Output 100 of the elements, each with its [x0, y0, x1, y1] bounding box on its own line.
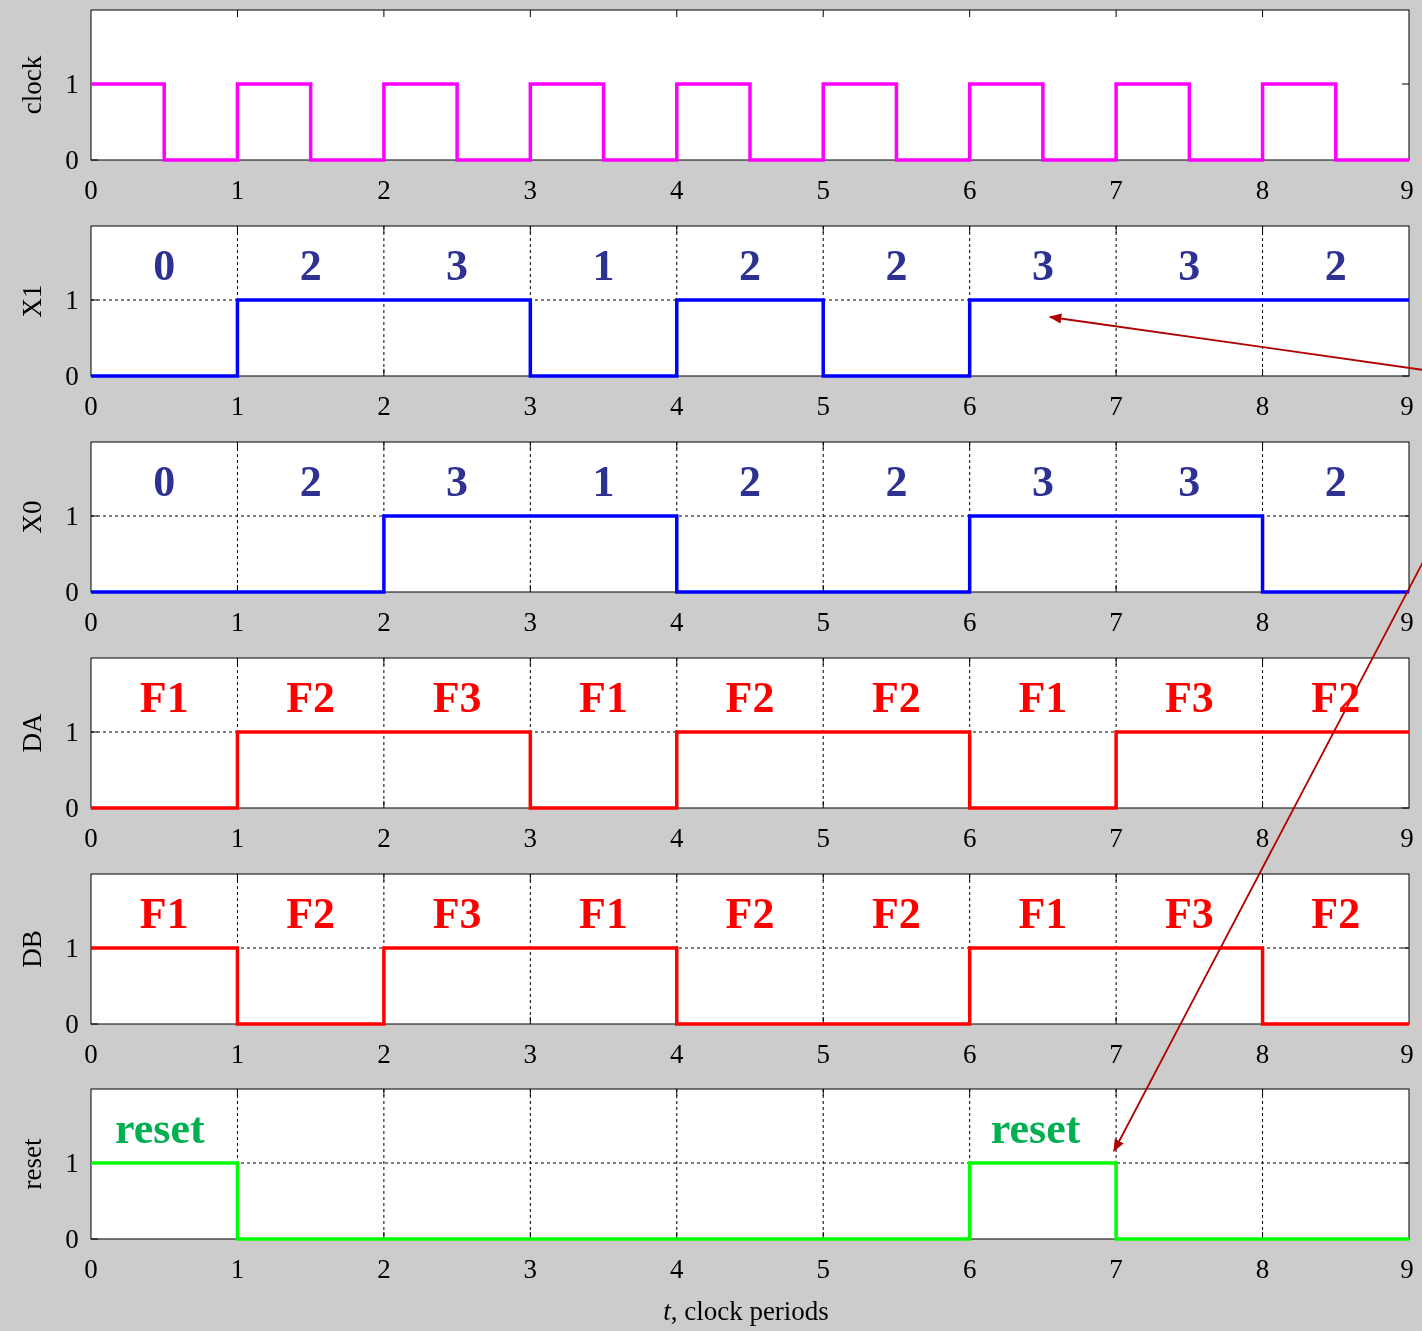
- axis-tick-label: 5: [816, 176, 830, 204]
- axis-tick-label: 7: [1109, 824, 1123, 852]
- signal-name: DB: [18, 930, 46, 968]
- axis-tick-label: 3: [523, 824, 538, 852]
- axis-tick-label: 2: [377, 1040, 391, 1068]
- state-label: 2: [885, 244, 908, 288]
- axis-tick-label: 1: [65, 286, 79, 314]
- axis-tick-label: 2: [377, 392, 391, 420]
- axis-tick-label: 0: [65, 146, 79, 174]
- axis-tick-label: 7: [1109, 392, 1123, 420]
- axis-tick-label: 1: [230, 392, 245, 420]
- axis-tick-label: 0: [65, 362, 79, 390]
- state-label: 3: [1178, 244, 1201, 288]
- axis-tick-label: 4: [670, 1255, 684, 1283]
- axis-tick-label: 1: [230, 608, 245, 636]
- leader-arrow: [1048, 313, 1422, 371]
- axis-tick-label: 0: [65, 794, 79, 822]
- axis-tick-label: 5: [816, 608, 830, 636]
- state-label: 2: [739, 460, 761, 504]
- axis-tick-label: 0: [65, 578, 79, 606]
- state-label: F3: [432, 676, 482, 720]
- axis-tick-label: 1: [230, 176, 245, 204]
- axis-tick-label: 7: [1109, 1040, 1123, 1068]
- state-label: 0: [153, 244, 176, 288]
- state-label: F2: [286, 676, 336, 720]
- axis-tick-label: 3: [523, 176, 538, 204]
- state-label: 2: [739, 244, 761, 288]
- axis-tick-label: 0: [84, 824, 98, 852]
- axis-tick-label: 4: [670, 392, 684, 420]
- axis-tick-label: 2: [377, 824, 391, 852]
- axis-tick-label: 8: [1255, 1255, 1270, 1283]
- state-label: F1: [139, 892, 189, 936]
- axis-tick-label: 6: [962, 176, 977, 204]
- axis-tick-label: 2: [377, 1255, 391, 1283]
- state-label: F2: [872, 892, 921, 936]
- axis-tick-label: 6: [962, 1040, 977, 1068]
- axis-tick-label: 1: [65, 502, 79, 530]
- axis-tick-label: 8: [1255, 392, 1270, 420]
- state-label: F2: [725, 892, 775, 936]
- axis-tick-label: 0: [65, 1010, 79, 1038]
- state-label: F1: [1018, 676, 1068, 720]
- axis-tick-label: 7: [1109, 176, 1123, 204]
- state-label: 3: [446, 244, 469, 288]
- axis-tick-label: 9: [1400, 608, 1414, 636]
- axis-tick-label: 5: [816, 392, 830, 420]
- axis-tick-label: 1: [65, 1149, 79, 1177]
- axis-tick-label: 1: [65, 718, 79, 746]
- axis-tick-label: 1: [230, 1040, 245, 1068]
- signal-name: clock: [18, 55, 46, 115]
- axis-tick-label: 5: [816, 824, 830, 852]
- axis-tick-label: 8: [1255, 608, 1270, 636]
- axis-tick-label: 4: [670, 824, 684, 852]
- axis-tick-label: 9: [1400, 176, 1414, 204]
- state-label: 3: [1178, 460, 1201, 504]
- axis-tick-label: 1: [65, 70, 79, 98]
- axis-tick-label: 4: [670, 1040, 684, 1068]
- signal-name: DA: [18, 713, 46, 753]
- state-label: 0: [153, 460, 176, 504]
- axis-tick-label: 0: [84, 1255, 98, 1283]
- signal-name: X1: [18, 284, 46, 318]
- axis-tick-label: 9: [1400, 1255, 1414, 1283]
- waveform: [91, 298, 1409, 378]
- state-label: 2: [1324, 244, 1347, 288]
- axis-tick-label: 6: [962, 608, 977, 636]
- state-label: F2: [1311, 892, 1361, 936]
- state-label: reset: [990, 1107, 1081, 1151]
- axis-tick-label: 3: [523, 1040, 538, 1068]
- state-label: 3: [1031, 460, 1054, 504]
- state-label: F3: [1164, 892, 1214, 936]
- state-label: 1: [592, 460, 615, 504]
- state-label: F1: [579, 676, 628, 720]
- axis-tick-label: 9: [1400, 824, 1414, 852]
- axis-tick-label: 9: [1400, 1040, 1414, 1068]
- axis-tick-label: 8: [1255, 1040, 1270, 1068]
- axis-tick-label: 0: [84, 608, 98, 636]
- signal-name: reset: [18, 1138, 46, 1190]
- axis-tick-label: 0: [65, 1225, 79, 1253]
- signal-name: X0: [18, 500, 46, 534]
- state-label: 2: [299, 460, 322, 504]
- state-label: 1: [592, 244, 615, 288]
- state-label: 3: [1031, 244, 1054, 288]
- axis-tick-label: 6: [962, 392, 977, 420]
- waveform: [91, 1161, 1409, 1241]
- axis-tick-label: 7: [1109, 608, 1123, 636]
- axis-tick-label: 2: [377, 176, 391, 204]
- axis-tick-label: 5: [816, 1255, 830, 1283]
- state-label: F2: [725, 676, 775, 720]
- axis-tick-label: 5: [816, 1040, 830, 1068]
- axis-tick-label: 4: [670, 176, 684, 204]
- axis-tick-label: 3: [523, 392, 538, 420]
- state-label: F3: [1164, 676, 1214, 720]
- axis-title: t, clock periods: [663, 1297, 829, 1325]
- axis-tick-label: 1: [230, 1255, 245, 1283]
- state-label: F1: [139, 676, 189, 720]
- state-label: F1: [579, 892, 628, 936]
- axis-tick-label: 2: [377, 608, 391, 636]
- state-label: F2: [872, 676, 921, 720]
- state-label: F3: [432, 892, 482, 936]
- state-label: reset: [115, 1107, 205, 1151]
- state-label: 2: [1324, 460, 1347, 504]
